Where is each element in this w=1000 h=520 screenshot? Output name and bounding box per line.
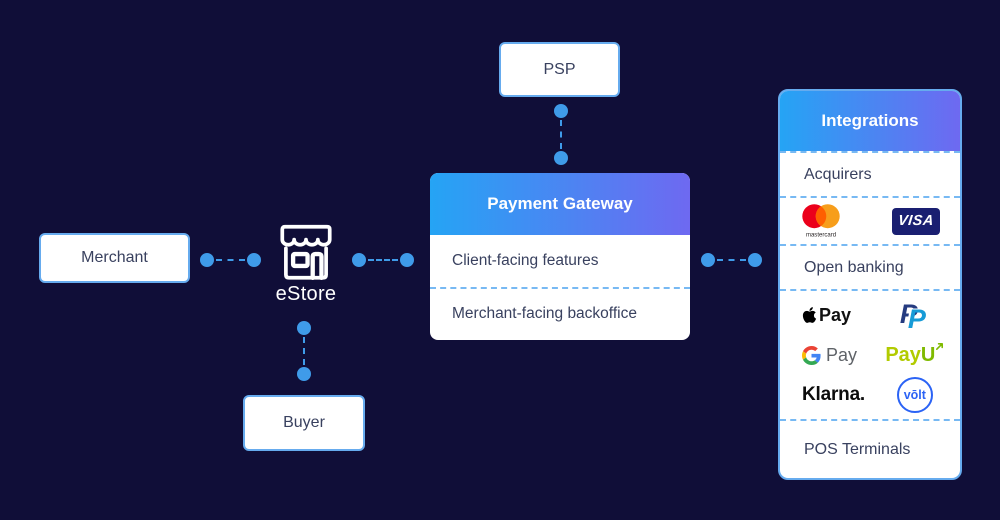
volt-text: vōlt — [903, 388, 926, 402]
google-pay-text: Pay — [826, 344, 858, 365]
connector-dot — [296, 367, 311, 381]
visa-icon: VISA — [892, 207, 940, 235]
connector-dot — [200, 252, 214, 267]
node-estore: eStore — [258, 222, 354, 306]
google-g-icon — [802, 345, 821, 365]
connector-dash — [559, 120, 562, 149]
paypal-front-p: P — [907, 304, 926, 334]
visa-wordmark: VISA — [897, 213, 935, 229]
connector-dot — [247, 252, 261, 267]
volt-logo: vōlt — [896, 377, 933, 413]
mastercard-wordmark: mastercard — [806, 232, 836, 238]
apple-pay-logo: Pay — [802, 305, 880, 326]
payu-pay-text: Pay — [885, 344, 921, 366]
google-pay-logo: Pay — [802, 345, 880, 366]
node-payment-gateway: Payment Gateway Client-facing features M… — [430, 173, 690, 340]
apple-pay-text: Pay — [819, 304, 852, 325]
connector-dash — [302, 337, 305, 365]
section-open-banking: Open banking — [780, 244, 960, 289]
connector-dot — [701, 252, 715, 267]
payu-u-text: U — [920, 344, 936, 366]
klarna-logo: Klarna. — [802, 384, 866, 405]
integrations-header: Integrations — [780, 91, 960, 151]
apple-icon — [802, 307, 817, 323]
psp-label: PSP — [543, 60, 576, 78]
connector-dot — [296, 321, 311, 335]
node-psp: PSP — [499, 42, 620, 97]
connector-dash — [216, 258, 245, 261]
payu-arrow-icon — [936, 342, 944, 351]
node-buyer: Buyer — [243, 395, 365, 451]
storefront-icon — [280, 224, 332, 280]
connector-dash — [717, 258, 746, 261]
payment-gateway-header: Payment Gateway — [430, 173, 690, 235]
connector-dot — [553, 104, 568, 118]
connector-gateway-integrations — [701, 252, 762, 267]
gateway-row-client-facing: Client-facing features — [452, 251, 599, 269]
section-pos-terminals: POS Terminals — [780, 419, 960, 478]
connector-dot — [400, 252, 414, 267]
estore-label: eStore — [275, 283, 337, 305]
paypal-back-p: P — [899, 299, 918, 329]
connector-merchant-estore — [200, 252, 261, 267]
node-merchant: Merchant — [39, 233, 190, 283]
connector-dot — [352, 252, 366, 267]
merchant-label: Merchant — [81, 249, 148, 266]
connector-estore-gateway — [352, 252, 414, 267]
section-acquirers: Acquirers — [780, 151, 960, 196]
integrations-panel: Integrations Acquirers mastercard VISA O… — [778, 89, 962, 480]
connector-dot — [748, 252, 762, 267]
connector-dot — [553, 151, 568, 165]
connector-dash — [368, 258, 398, 261]
paypal-icon: P P — [899, 299, 930, 334]
connector-psp-gateway — [553, 104, 568, 165]
acquirer-logos-row: mastercard VISA — [780, 196, 960, 244]
buyer-label: Buyer — [283, 414, 325, 431]
connector-estore-buyer — [296, 321, 311, 381]
gateway-row-merchant-facing: Merchant-facing backoffice — [430, 286, 690, 341]
mastercard-icon: mastercard — [802, 204, 840, 238]
